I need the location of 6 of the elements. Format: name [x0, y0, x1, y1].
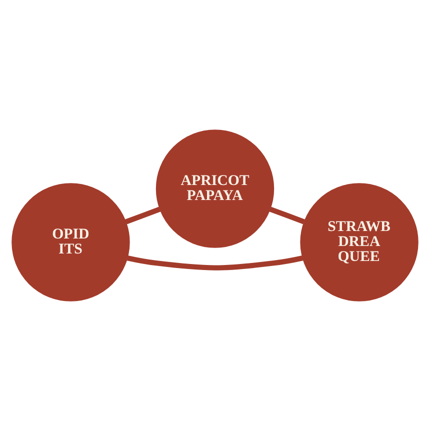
- connector: [126, 254, 304, 270]
- connector: [269, 206, 305, 224]
- connector: [124, 206, 161, 224]
- node-circle: OPID ITS: [12, 182, 130, 301]
- node-circle: STRAWB DREA QUEE: [300, 182, 418, 301]
- node-circle: APRICOT PAPAYA: [156, 129, 274, 248]
